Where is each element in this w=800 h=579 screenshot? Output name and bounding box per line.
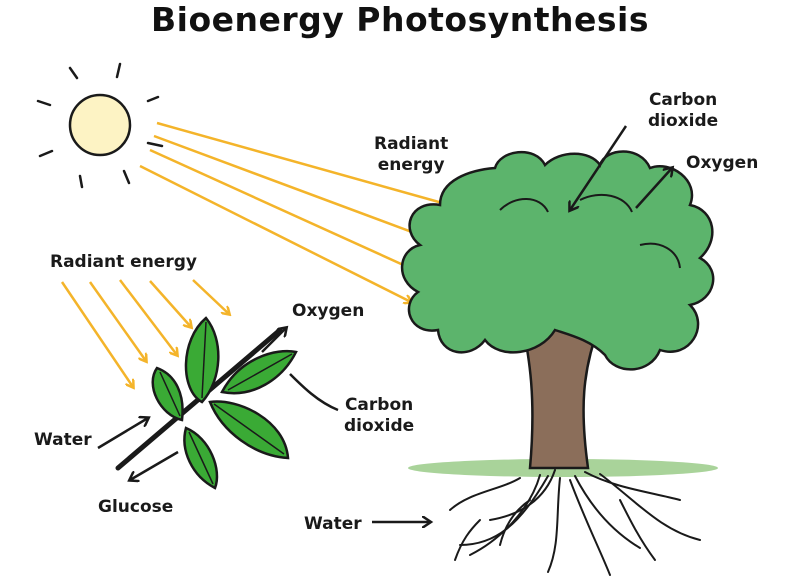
radiant-energy-label-leaf: Radiant energy xyxy=(50,252,197,272)
carbon-dioxide-label-leaf-line1: Carbon xyxy=(344,395,414,415)
oxygen-arrow-tree xyxy=(635,168,672,209)
leaf xyxy=(184,316,220,404)
carbon-dioxide-label-tree-line2: dioxide xyxy=(648,111,719,131)
tree-canopy xyxy=(400,150,715,371)
carbon-dioxide-label-leaf: Carbon dioxide xyxy=(344,395,414,437)
glucose-label-leaf: Glucose xyxy=(98,497,174,517)
glucose-arrow-leaf xyxy=(130,450,179,480)
canopy-detail xyxy=(499,198,549,213)
radiant-energy-label-tree-line2: energy xyxy=(377,155,445,175)
page-title: Bioenergy Photosynthesis xyxy=(151,0,649,39)
tree-trunk xyxy=(520,320,602,470)
carbon-dioxide-label-tree-line1: Carbon xyxy=(648,90,718,110)
oxygen-arrow-leaf xyxy=(261,328,286,353)
carbon-dioxide-pointer-leaf xyxy=(289,373,339,412)
oxygen-label-tree: Oxygen xyxy=(686,153,759,173)
carbon-dioxide-label-leaf-line2: dioxide xyxy=(344,416,415,436)
canopy-detail xyxy=(639,242,681,269)
oxygen-label-leaf: Oxygen xyxy=(292,301,365,321)
radiant-energy-label-tree-line1: Radiant xyxy=(374,134,449,154)
carbon-dioxide-arrow-tree xyxy=(570,125,628,210)
water-label-roots: Water xyxy=(304,514,362,534)
canopy-detail xyxy=(579,193,633,213)
leaf-light-rays xyxy=(60,279,229,387)
tree-roots xyxy=(449,469,701,576)
leaf-branch xyxy=(115,316,298,490)
carbon-dioxide-label-tree: Carbon dioxide xyxy=(648,90,718,132)
radiant-energy-label-tree: Radiant energy xyxy=(374,134,448,176)
water-label-leaf: Water xyxy=(34,430,92,450)
sun-icon xyxy=(36,62,164,189)
sun-light-rays xyxy=(139,121,446,302)
water-arrow-leaf xyxy=(97,418,148,450)
